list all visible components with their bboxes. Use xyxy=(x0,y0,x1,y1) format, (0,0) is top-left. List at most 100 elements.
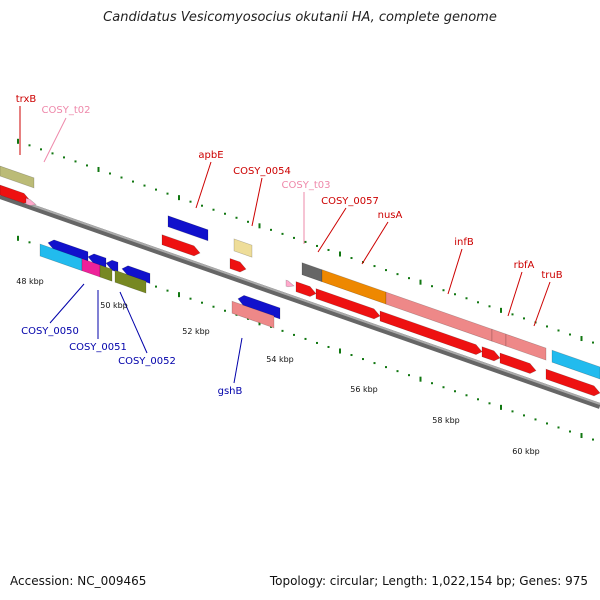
gene-label-line xyxy=(507,271,523,317)
tick-dot xyxy=(488,402,491,405)
tick-dot xyxy=(40,148,42,151)
tick-dot xyxy=(442,289,445,292)
tick-dot xyxy=(247,220,249,223)
tick-dot xyxy=(304,337,307,340)
tick-dot xyxy=(500,307,502,313)
outer-tick-track xyxy=(17,138,594,344)
gene-label-cosy_0052: COSY_0052 xyxy=(118,356,176,367)
cds-feature xyxy=(379,310,483,355)
tick-dot xyxy=(235,216,238,219)
tick-dot xyxy=(592,438,594,441)
tick-dot xyxy=(270,228,272,231)
tick-label: 48 kbp xyxy=(16,277,44,286)
tick-dot xyxy=(419,376,422,382)
gene-label-gshB: gshB xyxy=(218,386,243,397)
tick-dot xyxy=(224,309,226,312)
gene-label-line xyxy=(195,161,212,209)
tick-dot xyxy=(534,418,537,421)
cds-feature xyxy=(491,328,507,347)
tick-dot xyxy=(580,336,583,342)
tick-dot xyxy=(477,301,479,304)
tick-dot xyxy=(166,192,169,195)
tick-dot xyxy=(17,138,19,144)
gene-label-cosy_0054: COSY_0054 xyxy=(233,166,291,177)
tick-dot xyxy=(339,348,341,354)
tick-dot xyxy=(166,289,169,292)
tick-dot xyxy=(523,317,525,320)
tick-dot xyxy=(224,212,226,215)
gene-label-rbfA: rbfA xyxy=(514,260,535,271)
tick-label: 50 kbp xyxy=(100,301,128,310)
gene-label-cosy_0050: COSY_0050 xyxy=(21,326,79,337)
tick-dot xyxy=(74,160,77,163)
tick-label: 56 kbp xyxy=(350,385,378,394)
tick-dot xyxy=(212,305,215,308)
gene-label-cosy_0051: COSY_0051 xyxy=(69,342,127,353)
tick-dot xyxy=(477,398,479,401)
tick-dot xyxy=(569,430,571,433)
tick-dot xyxy=(454,293,456,296)
tick-dot xyxy=(281,232,284,235)
tick-dot xyxy=(339,251,341,257)
genome-backbone xyxy=(0,193,600,409)
gene-label-line xyxy=(43,117,67,163)
tick-dot xyxy=(523,414,525,417)
cds-feature xyxy=(161,234,201,257)
tick-dot xyxy=(201,204,203,207)
accession-text: Accession: NC_009465 xyxy=(10,574,147,588)
map-title: Candidatus Vesicomyosocius okutanii HA, … xyxy=(103,10,497,25)
tick-dot xyxy=(396,273,399,276)
gene-label-truB: truB xyxy=(541,270,562,281)
cds-feature xyxy=(545,368,600,397)
tick-dot xyxy=(408,277,410,280)
tick-dot xyxy=(109,172,111,175)
cds-feature xyxy=(551,349,600,380)
tick-dot xyxy=(212,208,215,211)
tick-dot xyxy=(316,341,318,344)
tick-dot xyxy=(592,341,594,344)
cds-feature xyxy=(505,333,547,361)
tick-dot xyxy=(178,195,180,201)
trna-feature xyxy=(25,197,37,206)
tick-dot xyxy=(316,244,318,247)
tick-dot xyxy=(327,248,330,251)
tick-dot xyxy=(511,313,514,316)
tick-dot xyxy=(258,320,261,326)
tick-dot xyxy=(373,265,376,268)
tick-dot xyxy=(189,297,192,300)
cds-feature xyxy=(295,281,317,297)
tick-dot xyxy=(143,184,146,187)
gene-label-line xyxy=(447,248,463,295)
gene-label-line xyxy=(233,337,243,384)
gene-label-trxB: trxB xyxy=(16,94,37,105)
cds-feature xyxy=(229,258,247,273)
gene-label-apbE: apbE xyxy=(198,150,223,161)
tick-dot xyxy=(327,345,330,348)
gene-label-line xyxy=(361,221,389,265)
tick-dot xyxy=(373,362,376,365)
tick-dot xyxy=(293,236,295,239)
tick-dot xyxy=(293,333,295,336)
tick-dot xyxy=(258,223,261,229)
tick-dot xyxy=(580,433,583,439)
feature-track xyxy=(0,165,600,397)
gene-label-line xyxy=(251,177,263,227)
tick-label: 54 kbp xyxy=(266,355,294,364)
tick-label: 52 kbp xyxy=(182,327,210,336)
tick-dot xyxy=(488,305,491,308)
tick-dot xyxy=(546,325,548,328)
tick-dot xyxy=(63,156,65,159)
tick-dot xyxy=(350,354,353,357)
tick-dot xyxy=(201,301,203,304)
cds-feature xyxy=(499,352,537,374)
tick-dot xyxy=(270,325,272,328)
tick-dot xyxy=(155,285,157,288)
genome-summary-text: Topology: circular; Length: 1,022,154 bp… xyxy=(269,574,588,588)
tick-dot xyxy=(465,297,468,300)
tick-dot xyxy=(557,426,560,429)
gene-label-line xyxy=(119,291,148,354)
tick-dot xyxy=(362,358,364,361)
tick-dot xyxy=(396,370,399,373)
tick-dot xyxy=(28,241,31,244)
